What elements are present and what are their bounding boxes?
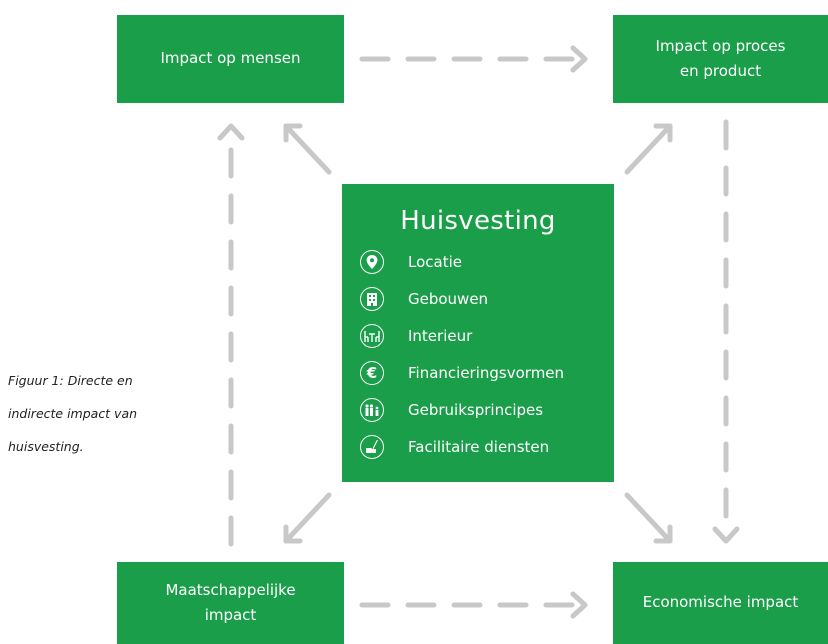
- caption-line: indirecte impact van: [8, 406, 138, 421]
- housing-item-label: Financieringsvormen: [408, 364, 565, 382]
- housing-item-location: Locatie: [360, 248, 462, 276]
- housing-item-buildings: Gebouwen: [360, 285, 488, 313]
- building-icon: [360, 287, 384, 311]
- housing-item-label: Locatie: [408, 253, 462, 271]
- impact-people-box: Impact op mensen: [117, 15, 344, 103]
- caption-line: huisvesting.: [8, 439, 84, 454]
- impact-process-label: Impact op proces en product: [655, 36, 786, 81]
- housing-item-usage: Gebruiksprincipes: [360, 396, 543, 424]
- impact-society-label: Maatschappelijke impact: [165, 580, 296, 625]
- housing-box: Huisvesting Locatie Gebouwen Interieur €…: [342, 184, 614, 482]
- housing-item-interior: Interieur: [360, 322, 472, 350]
- housing-item-facilities: Facilitaire diensten: [360, 433, 549, 461]
- impact-society-box: Maatschappelijke impact: [117, 562, 344, 644]
- arrow-center-to-people: [283, 123, 332, 175]
- arrow-center-to-economic: [624, 492, 673, 544]
- location-pin-icon: [360, 250, 384, 274]
- furniture-icon: [360, 324, 384, 348]
- housing-item-label: Gebruiksprincipes: [408, 401, 544, 419]
- housing-item-financing: € Financieringsvormen: [360, 359, 564, 387]
- arrowhead-top: [570, 45, 588, 73]
- people-icon: [360, 398, 384, 422]
- caption-line: Figuur 1: Directe en: [8, 373, 133, 388]
- cleaning-icon: [360, 435, 384, 459]
- housing-item-label: Facilitaire diensten: [408, 438, 550, 456]
- impact-economic-label: Economische impact: [642, 593, 799, 612]
- impact-economic-box: Economische impact: [613, 562, 828, 644]
- arrowhead-left: [217, 123, 245, 141]
- housing-item-label: Gebouwen: [408, 290, 489, 308]
- arrow-center-to-process: [624, 123, 673, 175]
- impact-people-label: Impact op mensen: [160, 49, 301, 68]
- housing-title: Huisvesting: [400, 206, 556, 236]
- arrow-center-to-society: [283, 492, 332, 544]
- housing-item-label: Interieur: [408, 327, 473, 345]
- impact-process-box: Impact op proces en product: [613, 15, 828, 103]
- arrowhead-right: [712, 526, 740, 544]
- figure-caption: Figuur 1: Directe en indirecte impact va…: [8, 364, 168, 463]
- euro-icon: €: [360, 361, 384, 385]
- arrowhead-bottom: [570, 591, 588, 619]
